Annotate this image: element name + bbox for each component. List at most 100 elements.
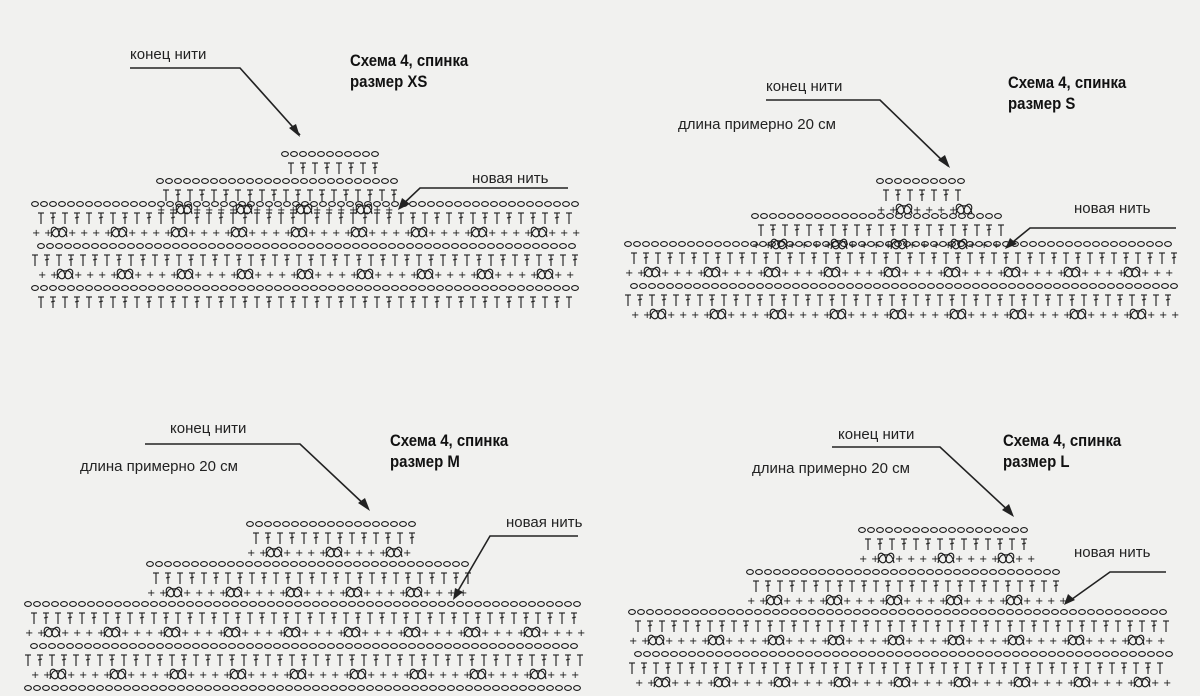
svg-text:+: + [152, 228, 160, 239]
svg-text:+: + [572, 228, 580, 239]
svg-text:+: + [1025, 636, 1033, 647]
svg-text:+: + [151, 670, 159, 681]
svg-text:+: + [368, 228, 376, 239]
svg-text:+: + [158, 270, 166, 281]
svg-text:+: + [869, 636, 877, 647]
svg-text:+: + [325, 205, 333, 216]
svg-text:+: + [387, 588, 395, 599]
svg-text:+: + [809, 636, 817, 647]
svg-text:+: + [881, 636, 889, 647]
svg-text:+: + [1109, 636, 1117, 647]
svg-text:+: + [146, 270, 154, 281]
svg-text:+: + [647, 678, 655, 689]
svg-text:+: + [961, 268, 969, 279]
svg-text:+: + [134, 270, 142, 281]
svg-text:+: + [459, 588, 467, 599]
svg-text:+: + [791, 678, 799, 689]
svg-text:+: + [481, 628, 489, 639]
svg-text:+: + [266, 270, 274, 281]
svg-text:+: + [745, 268, 753, 279]
svg-text:+: + [183, 588, 191, 599]
svg-text:+: + [247, 670, 255, 681]
svg-text:+: + [925, 268, 933, 279]
svg-text:+: + [631, 310, 639, 321]
svg-text:+: + [781, 268, 789, 279]
svg-text:+: + [860, 240, 868, 251]
svg-text:+: + [344, 228, 352, 239]
svg-text:+: + [1087, 310, 1095, 321]
svg-text:+: + [458, 270, 466, 281]
svg-text:+: + [169, 205, 177, 216]
svg-text:+: + [1001, 636, 1009, 647]
svg-text:+: + [313, 205, 321, 216]
svg-text:+: + [815, 678, 823, 689]
svg-text:+: + [843, 596, 851, 607]
svg-text:+: + [1027, 554, 1035, 565]
svg-text:+: + [212, 228, 220, 239]
svg-text:+: + [797, 636, 805, 647]
svg-text:+: + [470, 270, 478, 281]
svg-text:+: + [997, 268, 1005, 279]
svg-text:+: + [755, 678, 763, 689]
svg-text:+: + [553, 628, 561, 639]
svg-text:+: + [319, 670, 327, 681]
svg-text:+: + [91, 670, 99, 681]
svg-text:+: + [290, 270, 298, 281]
svg-text:+: + [139, 670, 147, 681]
svg-text:+: + [391, 670, 399, 681]
svg-text:+: + [1045, 268, 1053, 279]
svg-text:+: + [941, 636, 949, 647]
svg-text:+: + [32, 228, 40, 239]
svg-text:+: + [398, 270, 406, 281]
svg-text:+: + [277, 205, 285, 216]
svg-text:+: + [788, 240, 796, 251]
svg-text:+: + [367, 670, 375, 681]
svg-text:+: + [991, 554, 999, 565]
svg-text:+: + [289, 205, 297, 216]
diagram-panel-s: Схема 4, спинка размер S конец нити длин… [600, 0, 1200, 348]
svg-text:+: + [181, 628, 189, 639]
svg-text:+: + [811, 310, 819, 321]
svg-text:+: + [205, 628, 213, 639]
svg-text:+: + [86, 270, 94, 281]
svg-text:+: + [104, 228, 112, 239]
svg-text:+: + [667, 310, 675, 321]
svg-text:+: + [554, 270, 562, 281]
svg-text:+: + [721, 268, 729, 279]
svg-text:+: + [380, 228, 388, 239]
end-thread-label: конец нити [170, 420, 247, 437]
svg-text:+: + [1047, 596, 1055, 607]
svg-text:+: + [265, 205, 273, 216]
svg-text:+: + [217, 628, 225, 639]
svg-text:+: + [517, 628, 525, 639]
svg-text:+: + [229, 205, 237, 216]
arrow-icon [1064, 594, 1075, 605]
svg-text:+: + [995, 678, 1003, 689]
svg-text:+: + [1049, 636, 1057, 647]
svg-text:+: + [434, 270, 442, 281]
svg-text:+: + [992, 240, 1000, 251]
svg-text:+: + [571, 670, 579, 681]
svg-text:+: + [895, 554, 903, 565]
svg-text:+: + [1003, 310, 1011, 321]
title-line-2: размер M [390, 452, 460, 471]
svg-text:+: + [511, 670, 519, 681]
svg-text:+: + [983, 678, 991, 689]
svg-text:+: + [965, 636, 973, 647]
svg-text:+: + [566, 270, 574, 281]
svg-text:+: + [421, 628, 429, 639]
svg-text:+: + [199, 670, 207, 681]
svg-text:+: + [44, 228, 52, 239]
svg-text:+: + [841, 268, 849, 279]
svg-text:+: + [31, 670, 39, 681]
svg-text:+: + [206, 270, 214, 281]
svg-text:+: + [1031, 678, 1039, 689]
svg-text:+: + [423, 588, 431, 599]
svg-text:+: + [1147, 310, 1155, 321]
svg-text:+: + [757, 268, 765, 279]
svg-text:+: + [737, 636, 745, 647]
svg-text:+: + [905, 636, 913, 647]
title-line-1: Схема 4, спинка [350, 51, 469, 70]
svg-text:+: + [253, 628, 261, 639]
svg-text:+: + [121, 628, 129, 639]
